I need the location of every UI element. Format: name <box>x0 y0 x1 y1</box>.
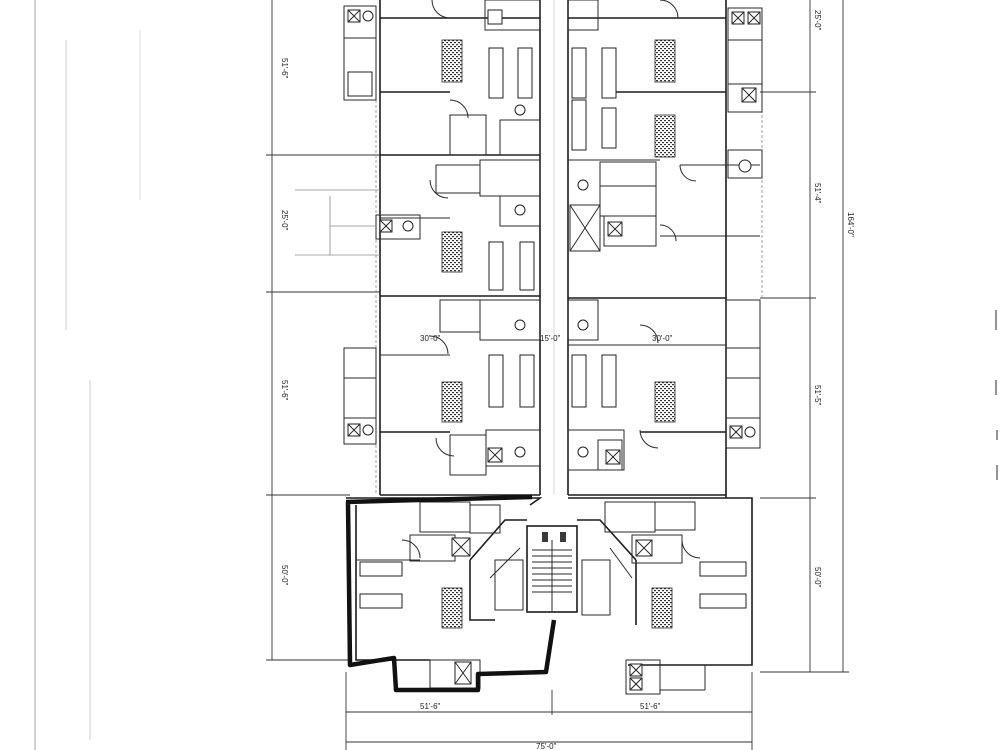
dimension-lines-right <box>760 0 849 673</box>
dimension-lines-left <box>266 0 380 661</box>
highlighted-unit-outline <box>345 494 557 693</box>
left-balconies <box>295 5 421 445</box>
dim-left-3: 51'-6" <box>280 380 289 401</box>
dimension-lines-bottom <box>345 672 753 750</box>
dim-right-1: 25'-0" <box>813 10 822 31</box>
right-balconies <box>725 7 763 449</box>
bottom-wing <box>356 501 747 695</box>
dim-right-2: 51'-4" <box>813 183 822 204</box>
dim-bottom-2: 51'-6" <box>640 702 661 711</box>
dim-overall-width: 75'-0" <box>536 742 557 750</box>
unit-width-left: 30'-0" <box>420 334 441 343</box>
dim-right-4: 50'-0" <box>813 567 822 588</box>
scan-margin-marks <box>34 0 998 750</box>
dim-left-2: 25'-0" <box>280 210 289 231</box>
dim-bottom-1: 51'-6" <box>420 702 441 711</box>
dim-overall-height: 164'-0" <box>846 212 855 237</box>
unit-width-right: 30'-0" <box>652 334 673 343</box>
right-units <box>567 0 760 496</box>
dim-left-1: 51'-6" <box>280 58 289 79</box>
dim-left-4: 50'-0" <box>280 565 289 586</box>
dim-right-3: 51'-5" <box>813 385 822 406</box>
left-units <box>380 0 541 496</box>
corridor-width: 15'-0" <box>540 334 561 343</box>
